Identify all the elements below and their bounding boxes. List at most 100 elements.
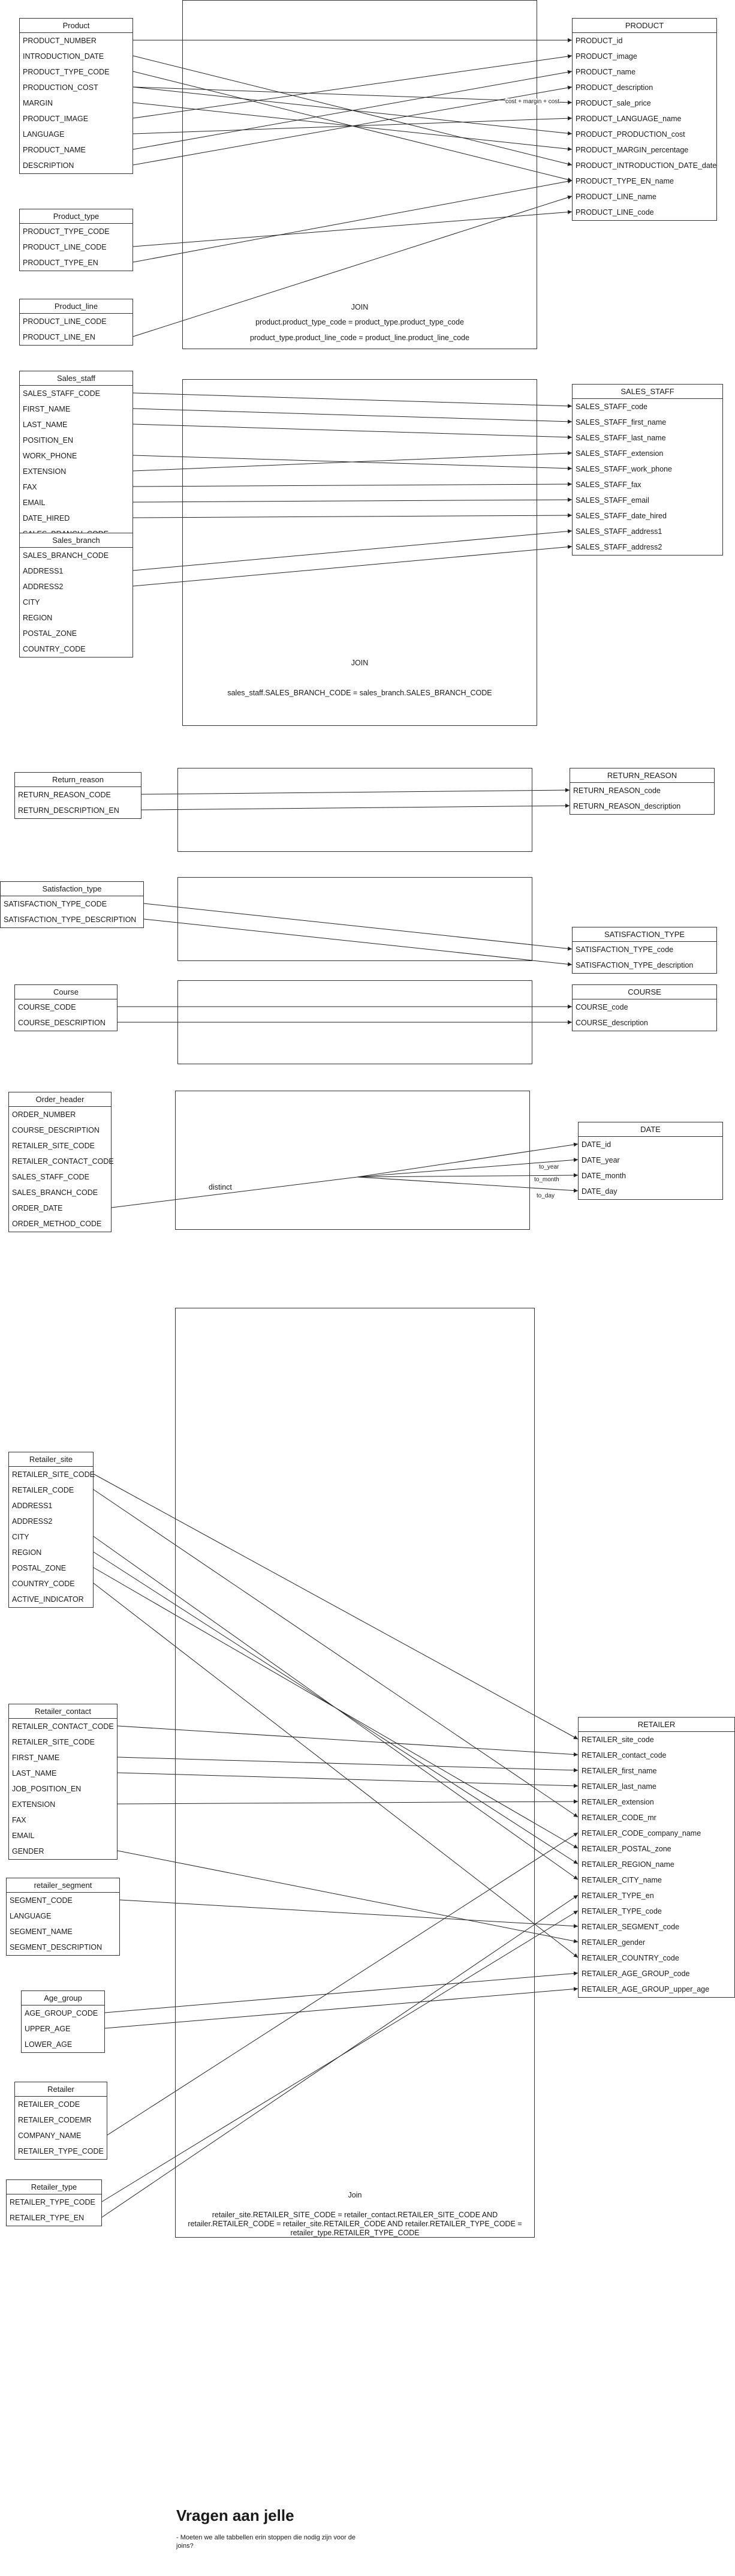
table-field[interactable]: RETURN_REASON_description: [573, 802, 681, 810]
table-field[interactable]: POSTAL_ZONE: [12, 1564, 67, 1572]
table-field[interactable]: RETURN_DESCRIPTION_EN: [18, 806, 119, 815]
table-field[interactable]: FAX: [23, 483, 37, 491]
table-field[interactable]: PRODUCT_LINE_code: [576, 208, 654, 217]
table-field[interactable]: FIRST_NAME: [12, 1754, 60, 1762]
table-field[interactable]: PRODUCT_LINE_name: [576, 193, 656, 201]
table-field[interactable]: RETAILER_TYPE_en: [582, 1892, 654, 1900]
table-field[interactable]: RETAILER_extension: [582, 1798, 654, 1806]
table-field[interactable]: WORK_PHONE: [23, 452, 77, 460]
table-field[interactable]: SALES_STAFF_date_hired: [576, 512, 667, 520]
table-field[interactable]: RETAILER_SITE_CODE: [12, 1142, 95, 1150]
table-field[interactable]: COURSE_description: [576, 1019, 648, 1027]
table-field[interactable]: RETAILER_last_name: [582, 1782, 656, 1791]
table-field[interactable]: SALES_STAFF_extension: [576, 449, 664, 458]
table-field[interactable]: RETAILER_CODE: [18, 2100, 80, 2109]
table-field[interactable]: ORDER_METHOD_CODE: [12, 1220, 102, 1228]
table-field[interactable]: ADDRESS2: [12, 1517, 53, 1526]
table-field[interactable]: SALES_STAFF_address1: [576, 527, 662, 536]
table-field[interactable]: RETAILER_REGION_name: [582, 1860, 674, 1869]
table-field[interactable]: COURSE_CODE: [18, 1003, 76, 1011]
table-field[interactable]: FIRST_NAME: [23, 405, 71, 413]
table-field[interactable]: SALES_STAFF_code: [576, 403, 647, 411]
table-field[interactable]: PRODUCT_sale_price: [576, 99, 651, 107]
table-field[interactable]: RETAILER_SEGMENT_code: [582, 1923, 680, 1931]
table-field[interactable]: SATISFACTION_TYPE_CODE: [4, 900, 107, 908]
table-field[interactable]: ORDER_DATE: [12, 1204, 63, 1212]
table-field[interactable]: RETAILER_first_name: [582, 1767, 657, 1775]
table-field[interactable]: AGE_GROUP_CODE: [25, 2009, 98, 2017]
table-field[interactable]: SALES_STAFF_CODE: [12, 1173, 89, 1181]
table-field[interactable]: EMAIL: [12, 1832, 35, 1840]
table-field[interactable]: DATE_day: [582, 1187, 617, 1196]
table-field[interactable]: RETURN_REASON_code: [573, 786, 661, 795]
table-field[interactable]: COUNTRY_CODE: [23, 645, 86, 653]
table-field[interactable]: PRODUCT_INTRODUCTION_DATE_date: [576, 161, 717, 170]
table-field[interactable]: SALES_STAFF_work_phone: [576, 465, 672, 473]
table-field[interactable]: SATISFACTION_TYPE_description: [576, 961, 694, 969]
table-field[interactable]: SALES_STAFF_last_name: [576, 434, 666, 442]
table-field[interactable]: RETURN_REASON_CODE: [18, 791, 111, 799]
table-field[interactable]: LANGUAGE: [23, 130, 65, 139]
table-field[interactable]: PRODUCT_TYPE_CODE: [23, 68, 110, 76]
table-field[interactable]: RETAILER_CODE_company_name: [582, 1829, 701, 1838]
table-field[interactable]: LAST_NAME: [23, 421, 68, 429]
table-field[interactable]: PRODUCT_PRODUCTION_cost: [576, 130, 685, 139]
table-field[interactable]: DATE_month: [582, 1172, 626, 1180]
table-field[interactable]: RETAILER_TYPE_EN: [10, 2214, 85, 2222]
table-field[interactable]: SEGMENT_NAME: [10, 1928, 73, 1936]
table-field[interactable]: RETAILER_CONTACT_CODE: [12, 1157, 114, 1166]
table-field[interactable]: CITY: [12, 1533, 29, 1541]
table-field[interactable]: SALES_STAFF_fax: [576, 481, 641, 489]
table-field[interactable]: RETAILER_CITY_name: [582, 1876, 662, 1884]
table-field[interactable]: PRODUCT_image: [576, 52, 637, 61]
table-field[interactable]: RETAILER_contact_code: [582, 1751, 667, 1760]
table-field[interactable]: RETAILER_CODEMR: [18, 2116, 92, 2124]
table-field[interactable]: RETAILER_AGE_GROUP_upper_age: [582, 1985, 710, 1993]
table-field[interactable]: DATE_year: [582, 1156, 620, 1164]
table-field[interactable]: ORDER_NUMBER: [12, 1110, 76, 1119]
table-field[interactable]: SATISFACTION_TYPE_DESCRIPTION: [4, 915, 137, 924]
table-field[interactable]: DATE_id: [582, 1140, 612, 1149]
table-field[interactable]: RETAILER_CONTACT_CODE: [12, 1722, 114, 1731]
table-field[interactable]: COMPANY_NAME: [18, 2131, 82, 2140]
table-field[interactable]: MARGIN: [23, 99, 53, 107]
table-field[interactable]: RETAILER_TYPE_CODE: [18, 2147, 104, 2155]
table-field[interactable]: RETAILER_SITE_CODE: [12, 1738, 95, 1746]
table-field[interactable]: CITY: [23, 598, 40, 607]
table-field[interactable]: RETAILER_SITE_CODE: [12, 1470, 95, 1479]
table-field[interactable]: SATISFACTION_TYPE_code: [576, 945, 674, 954]
table-field[interactable]: PRODUCT_LANGUAGE_name: [576, 115, 682, 123]
table-field[interactable]: POSITION_EN: [23, 436, 74, 445]
table-field[interactable]: PRODUCT_LINE_CODE: [23, 243, 107, 251]
table-field[interactable]: RETAILER_CODE_mr: [582, 1814, 656, 1822]
table-field[interactable]: COURSE_code: [576, 1003, 628, 1011]
table-field[interactable]: PRODUCT_TYPE_CODE: [23, 227, 110, 236]
table-field[interactable]: COURSE_DESCRIPTION: [18, 1019, 106, 1027]
table-field[interactable]: PRODUCT_LINE_EN: [23, 333, 95, 341]
table-field[interactable]: UPPER_AGE: [25, 2025, 71, 2033]
table-field[interactable]: RETAILER_COUNTRY_code: [582, 1954, 679, 1962]
table-field[interactable]: PRODUCT_MARGIN_percentage: [576, 146, 689, 154]
table-field[interactable]: EXTENSION: [12, 1800, 56, 1809]
table-field[interactable]: PRODUCT_LINE_CODE: [23, 317, 107, 326]
table-field[interactable]: JOB_POSITION_EN: [12, 1785, 82, 1793]
table-field[interactable]: ADDRESS1: [23, 567, 64, 575]
table-field[interactable]: SALES_BRANCH_CODE: [23, 551, 109, 560]
table-field[interactable]: REGION: [23, 614, 53, 622]
table-field[interactable]: PRODUCTION_COST: [23, 83, 98, 92]
table-field[interactable]: EXTENSION: [23, 467, 67, 476]
table-field[interactable]: COURSE_DESCRIPTION: [12, 1126, 100, 1134]
